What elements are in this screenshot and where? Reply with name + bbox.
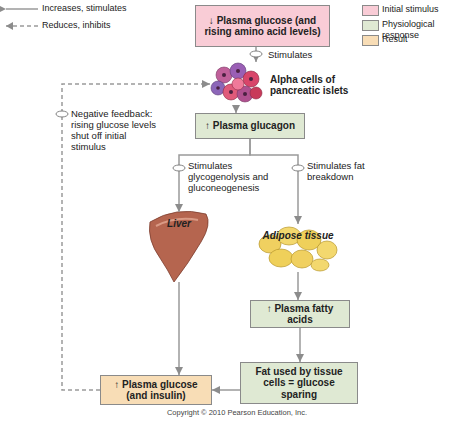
- legend-text: Reduces, inhibits: [42, 20, 162, 31]
- organ-illustration: Liver: [148, 212, 210, 282]
- legend-swatch: [362, 20, 379, 31]
- nucleus: [222, 73, 226, 77]
- node-text: Fat used by tissue cells = glucose spari…: [245, 366, 353, 401]
- nucleus: [236, 69, 240, 73]
- node-text: ↑ Plasma fatty acids: [255, 303, 345, 326]
- response-box: ↑ Plasma glucagon: [195, 113, 305, 139]
- response-box: Fat used by tissue cells = glucose spari…: [240, 362, 358, 404]
- legend-text: Increases, stimulates: [42, 3, 162, 14]
- stimulus-arrow: [212, 389, 240, 391]
- cell-cluster: Alpha cells of pancreatic islets: [210, 62, 262, 106]
- edge-label: Stimulates glycogenolysis and gluconeoge…: [188, 160, 283, 193]
- cell: [243, 71, 259, 87]
- liver-illustration: [149, 211, 208, 282]
- node-text: Liver: [167, 212, 191, 229]
- stimulus-arrow: [299, 328, 301, 362]
- legend-swatch: [362, 35, 379, 46]
- fat-cell: [317, 241, 337, 259]
- nucleus: [249, 77, 253, 81]
- stimulus-arrow: [178, 282, 180, 375]
- cell: [250, 87, 262, 99]
- nucleus: [216, 86, 220, 90]
- stimulus-arrow: [297, 272, 299, 300]
- nucleus: [229, 90, 233, 94]
- node-text: ↓ Plasma glucose (and rising amino acid …: [200, 15, 325, 38]
- liver-shape: [149, 211, 208, 282]
- tissue-illustration: Adipose tissue: [256, 224, 340, 272]
- alpha-cells: [211, 63, 262, 102]
- legend-text: Initial stimulus: [382, 4, 474, 15]
- legend-swatch: [362, 5, 379, 16]
- stimulus-oval: [250, 51, 262, 57]
- stimulus-oval: [173, 165, 185, 171]
- arrow-head: [6, 22, 13, 30]
- cell: [216, 67, 232, 83]
- node-label: Alpha cells of pancreatic islets: [270, 74, 352, 96]
- feedback-arrow: [62, 84, 210, 390]
- fat-cell: [269, 249, 293, 267]
- copyright-note: Copyright © 2010 Pearson Education, Inc.: [0, 408, 474, 417]
- fat-cell: [311, 259, 329, 271]
- stimulus-oval: [292, 165, 304, 171]
- result-box: ↑ Plasma glucose (and insulin): [100, 375, 212, 405]
- legend-solid-arrow: [6, 8, 38, 10]
- nucleus: [243, 92, 247, 96]
- edge-label: Stimulates: [268, 49, 328, 60]
- node-text: ↑ Plasma glucagon: [205, 120, 295, 132]
- node-text: ↑ Plasma glucose (and insulin): [105, 379, 207, 402]
- feedback-oval: [56, 111, 68, 117]
- response-box: ↑ Plasma fatty acids: [250, 300, 350, 328]
- stimulus-arrow: [235, 106, 237, 113]
- edge-label: Negative feedback: rising glucose levels…: [71, 108, 159, 152]
- node-text: Adipose tissue: [262, 224, 333, 241]
- fat-cell: [291, 250, 313, 268]
- stimulus-box: ↓ Plasma glucose (and rising amino acid …: [195, 5, 330, 47]
- edge-label: Stimulates fat breakdown: [307, 160, 379, 182]
- cell: [232, 78, 244, 90]
- legend-text: Result: [382, 34, 474, 45]
